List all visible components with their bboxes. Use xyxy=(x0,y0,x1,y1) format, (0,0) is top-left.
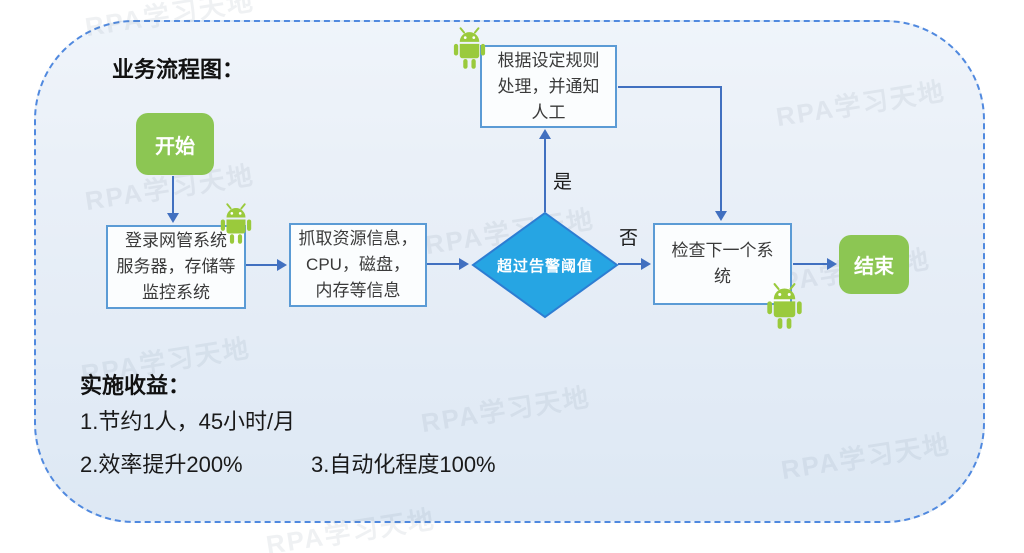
benefit-item-3: 3.自动化程度100% xyxy=(311,452,496,477)
benefit-item-2: 2.效率提升200% xyxy=(80,452,243,477)
benefit-item-1: 1.节约1人，45小时/月 xyxy=(80,409,296,434)
node-end: 结束 xyxy=(839,235,909,294)
edge-check-end xyxy=(793,263,828,265)
node-handle-notify: 根据设定规则 处理，并通知 人工 xyxy=(480,45,617,128)
node-decision-shape xyxy=(471,211,619,319)
arrowhead-down-icon xyxy=(715,211,727,221)
edge-handle-elbow-v xyxy=(720,86,722,212)
edge-label-yes: 是 xyxy=(553,172,573,193)
edge-label-no: 否 xyxy=(619,228,639,249)
android-robot-icon xyxy=(219,203,253,245)
arrowhead-right-icon xyxy=(641,258,651,270)
edge-decision-handle xyxy=(544,138,546,212)
node-login-system: 登录网管系统 服务器，存储等 监控系统 xyxy=(106,225,246,309)
arrowhead-down-icon xyxy=(167,213,179,223)
node-check-next: 检查下一个系 统 xyxy=(653,223,792,305)
arrowhead-right-icon xyxy=(827,258,837,270)
android-robot-icon xyxy=(452,27,487,70)
arrowhead-up-icon xyxy=(539,129,551,139)
android-robot-icon xyxy=(766,283,803,330)
edge-fetch-decision xyxy=(427,263,460,265)
node-start: 开始 xyxy=(136,113,214,175)
edge-decision-check xyxy=(618,263,642,265)
page-title: 业务流程图： xyxy=(112,57,245,82)
node-fetch-resources: 抓取资源信息， CPU，磁盘， 内存等信息 xyxy=(289,223,427,307)
arrowhead-right-icon xyxy=(277,259,287,271)
node-decision-label: 超过告警阈值 xyxy=(496,257,593,275)
edge-login-fetch xyxy=(246,264,278,266)
benefits-heading: 实施收益： xyxy=(80,373,191,398)
edge-start-login xyxy=(172,176,174,214)
arrowhead-right-icon xyxy=(459,258,469,270)
edge-handle-elbow-h xyxy=(618,86,722,88)
